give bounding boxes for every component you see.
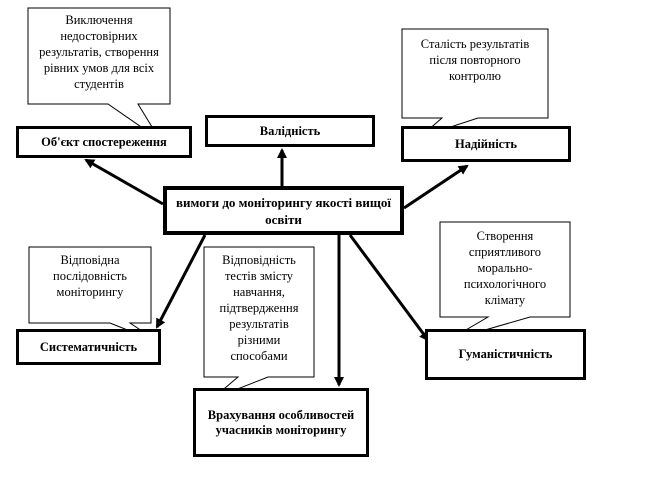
node-participants: Врахування особливостей учасників моніто…: [193, 388, 369, 457]
arrow-to-humanistic: [348, 234, 430, 342]
callout-humanistic-text: Створення сприятливого морально-психолог…: [463, 229, 547, 307]
callout-validity-text: Відповідність тестів змісту навчання, пі…: [219, 253, 299, 363]
callout-reliability-text: Сталість результатів після повторного ко…: [420, 37, 530, 83]
central-title: вимоги до моніторингу якості вищої освіт…: [176, 194, 391, 227]
node-participants-label: Врахування особливостей учасників моніто…: [207, 407, 355, 437]
node-reliability: Надійність: [401, 126, 571, 162]
node-reliability-label: Надійність: [455, 136, 517, 151]
callout-systematic-text: Відповідна послідовність моніторингу: [53, 253, 127, 299]
node-systematic: Систематичність: [16, 329, 161, 365]
node-object-label: Об'єкт спостереження: [41, 134, 167, 149]
node-humanistic-label: Гуманістичність: [458, 347, 553, 361]
node-validity: Валідність: [205, 115, 375, 147]
node-systematic-label: Систематичність: [39, 339, 138, 354]
node-central-requirements: вимоги до моніторингу якості вищої освіт…: [163, 186, 404, 235]
node-humanistic: Гуманістичність: [425, 329, 586, 380]
arrow-to-reliability: [403, 164, 469, 210]
arrow-to-object: [84, 158, 164, 206]
callout-object-text: Виключення недостовірних результатів, ст…: [39, 13, 159, 91]
node-object-of-observation: Об'єкт спостереження: [16, 126, 192, 158]
arrow-to-systematic: [155, 234, 207, 329]
node-validity-label: Валідність: [259, 123, 321, 138]
callout-object-balloon: [27, 7, 171, 141]
